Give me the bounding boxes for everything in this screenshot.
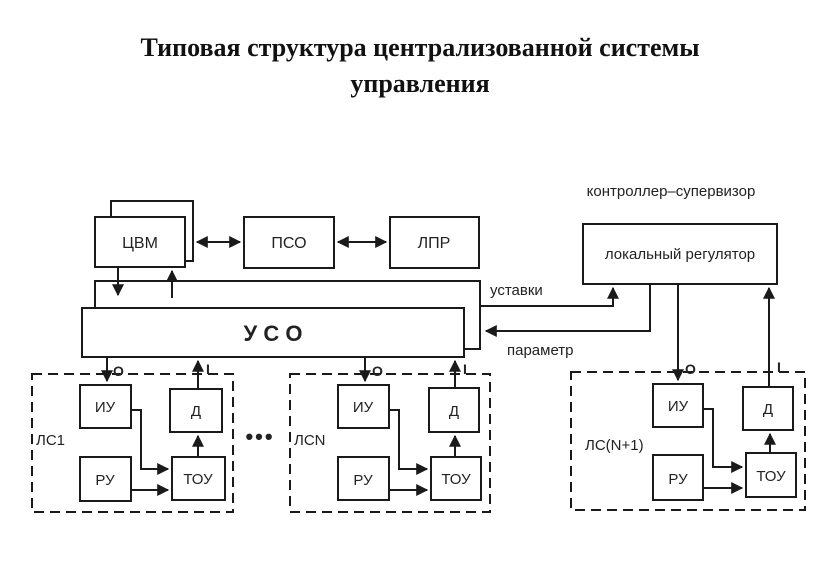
lsn-tou-label: ТОУ <box>441 471 471 488</box>
diagram-title: Типовая структура централизованной систе… <box>0 30 840 102</box>
local-regulator-label: локальный регулятор <box>605 246 755 263</box>
lsn1-ru-label: РУ <box>668 471 688 488</box>
ls1-d-label: Д <box>191 403 201 420</box>
lsn1-iu-frame <box>652 383 704 428</box>
local-regulator-frame <box>582 223 778 285</box>
lsn1-label: ЛС(N+1) <box>585 437 644 454</box>
ls1-tou-frame <box>171 456 226 501</box>
setpoints-arrow <box>480 286 619 307</box>
pso-block: ПСО <box>243 216 335 269</box>
lsn-label: ЛСN <box>294 432 326 449</box>
cvm-front-frame <box>94 216 186 268</box>
title-line-1: Типовая структура централизованной систе… <box>140 33 700 62</box>
pso-label: ПСО <box>271 235 306 252</box>
lsn-out-label: O <box>372 363 383 379</box>
parameter-arrow <box>484 284 651 337</box>
local-system-n-plus-1: ЛС(N+1) ИУ РУ Д ТОУ O I <box>570 284 806 511</box>
ls1-ru-frame <box>79 456 132 502</box>
lsn-iu-label: ИУ <box>353 399 374 416</box>
ls1-iu-label: ИУ <box>95 399 116 416</box>
ls1-in-label: I <box>206 361 210 377</box>
ellipsis-separator: ••• <box>245 424 274 449</box>
lsn-tou-frame <box>430 456 482 501</box>
lsn1-d-frame <box>742 386 794 431</box>
supervisor-caption: контроллер–супервизор <box>587 183 756 200</box>
lpr-block: ЛПР <box>389 216 480 269</box>
ls1-d-frame <box>169 388 223 433</box>
lsn-ru-frame <box>337 456 390 501</box>
ls1-out-label: O <box>113 363 124 379</box>
lsn1-iu-label: ИУ <box>668 398 689 415</box>
lsn1-out-label: O <box>685 361 696 377</box>
ls1-boundary <box>31 373 234 513</box>
uso-front-frame <box>81 307 465 358</box>
lpr-frame <box>389 216 480 269</box>
ls1-iu-to-tou-arrow <box>131 409 170 475</box>
lsn1-boundary <box>570 371 806 511</box>
local-system-1: ЛС1 ИУ РУ Д ТОУ O I <box>31 357 234 513</box>
local-system-n: ЛСN ИУ РУ Д ТОУ O I <box>289 357 491 513</box>
pso-frame <box>243 216 335 269</box>
lsn-iu-to-tou-arrow <box>389 409 429 475</box>
ls1-tou-label: ТОУ <box>183 471 213 488</box>
setpoints-label: уставки <box>490 282 543 299</box>
uso-block: У С О <box>81 280 481 358</box>
cvm-label: ЦВМ <box>122 235 158 252</box>
uso-back-frame <box>94 280 481 350</box>
lsn-in-label: I <box>463 361 467 377</box>
ls1-ru-label: РУ <box>95 472 115 489</box>
title-line-2: управления <box>350 69 490 98</box>
lsn1-tou-label: ТОУ <box>756 468 786 485</box>
lsn1-tou-frame <box>745 452 797 498</box>
lsn1-iu-to-tou-arrow <box>703 408 744 473</box>
ls1-iu-frame <box>79 384 132 429</box>
lsn-d-label: Д <box>449 403 459 420</box>
lsn-boundary <box>289 373 491 513</box>
lsn1-d-label: Д <box>763 401 773 418</box>
ls1-label: ЛС1 <box>36 432 65 449</box>
cvm-block: ЦВМ <box>94 200 194 268</box>
local-regulator-block: локальный регулятор <box>582 223 778 285</box>
lsn-iu-frame <box>337 384 390 429</box>
lsn-ru-label: РУ <box>353 472 373 489</box>
uso-label: У С О <box>244 321 303 346</box>
lsn1-ru-frame <box>652 454 704 501</box>
lpr-label: ЛПР <box>418 235 451 252</box>
parameter-label: параметр <box>507 342 574 359</box>
lsn1-in-label: I <box>777 359 781 375</box>
